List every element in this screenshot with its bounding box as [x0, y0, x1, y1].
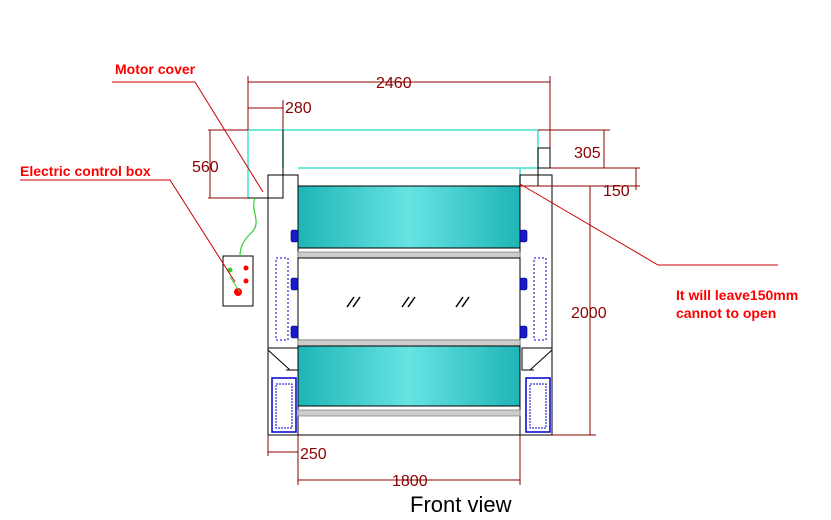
motor-cover [248, 130, 551, 199]
door-curtain [297, 185, 521, 417]
dim-opening-width: 1800 [392, 473, 428, 490]
dim-motor-cover-height: 560 [192, 159, 219, 176]
window-glass-marks [346, 296, 470, 308]
view-title: Front view [410, 492, 512, 517]
motor-cover-label: Motor cover [115, 61, 196, 77]
side-rails [275, 257, 547, 341]
counterweight-box-right [525, 377, 551, 433]
guide-rollers [290, 229, 528, 339]
control-cable [239, 197, 257, 257]
note-line-1: It will leave150mm [676, 287, 798, 303]
electric-control-box [222, 255, 254, 307]
dim-overall-width: 2460 [376, 75, 412, 92]
side-frames [267, 174, 553, 436]
leader-lines [20, 81, 778, 283]
counterweight-box-left [271, 377, 297, 433]
dimension-lines [208, 76, 640, 485]
dim-top-box-height: 305 [574, 145, 601, 162]
control-box-label: Electric control box [20, 163, 151, 179]
dim-clearance: 150 [603, 183, 630, 200]
dim-height: 2000 [571, 305, 607, 322]
note-line-2: cannot to open [676, 305, 776, 321]
dim-side-frame: 250 [300, 446, 327, 463]
dim-motor-cover-width: 280 [285, 100, 312, 117]
